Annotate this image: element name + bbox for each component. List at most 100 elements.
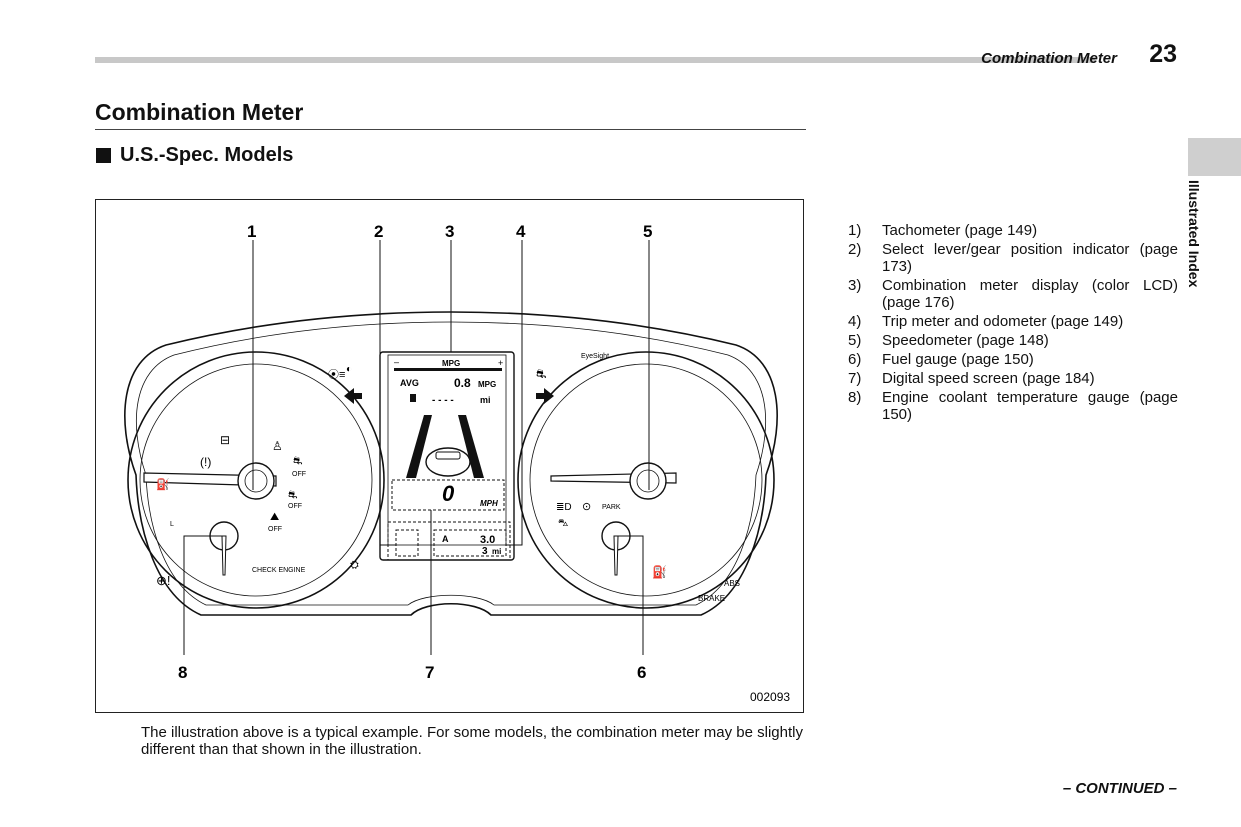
- speedometer-hub: [629, 462, 667, 500]
- odo-value: 3: [482, 546, 488, 557]
- callout-line-6: [618, 535, 644, 655]
- legend-item-number: 1): [848, 222, 862, 239]
- display-range-unit: mi: [480, 395, 491, 405]
- header-section-title: Combination Meter: [981, 50, 1117, 67]
- display-avg-label: AVG: [400, 378, 419, 388]
- tachometer-hub-inner: [244, 469, 268, 493]
- vdc-off-label: OFF: [292, 471, 306, 478]
- callout-number-4: 4: [516, 222, 526, 241]
- callout-line-8: [183, 535, 224, 655]
- low-fuel-icon: ⛽: [652, 565, 667, 579]
- brake-label: BRAKE: [698, 594, 725, 603]
- center-display-screen: [387, 354, 507, 546]
- cruise-icon: ⛭: [350, 559, 359, 571]
- trip-letter: A: [442, 534, 449, 544]
- side-tab-label: Illustrated Index: [1186, 180, 1202, 288]
- park-label: PARK: [602, 504, 621, 511]
- meter-housing-inner: [136, 321, 766, 606]
- car-windshield: [435, 451, 461, 460]
- callout-line-2: [379, 240, 396, 546]
- callout-number-6: 6: [637, 663, 646, 682]
- header-bar: [95, 57, 1095, 63]
- fuel-gauge-needle: [613, 535, 619, 576]
- side-tab: [1188, 138, 1241, 176]
- speedometer-inner-ring: [529, 363, 763, 597]
- legend-item-number: 2): [848, 241, 862, 258]
- mpg-bar-graph: [394, 368, 502, 371]
- hill-off-label: OFF: [268, 526, 282, 533]
- legend-item-text: Engine coolant temperature gauge (page 1…: [882, 389, 1178, 423]
- legend-item-number: 3): [848, 277, 862, 294]
- legend-item: 6) Fuel gauge (page 150): [848, 351, 1178, 368]
- continued-label: – CONTINUED –: [1062, 780, 1177, 797]
- page-title: Combination Meter: [95, 99, 304, 125]
- callout-number-1: 1: [247, 222, 256, 241]
- gear-position-box: [395, 529, 419, 557]
- legend-item-number: 4): [848, 313, 862, 330]
- security-icon: ⊙: [582, 501, 591, 513]
- display-avg-unit: MPG: [478, 380, 496, 389]
- legend-item-text: Select lever/gear position indicator (pa…: [882, 241, 1178, 275]
- callout-number-7: 7: [425, 663, 434, 682]
- eyesight-icon: EyeSight: [581, 353, 609, 360]
- fuel-pump-icon: [410, 394, 416, 402]
- high-beam-icon: ≣D: [556, 502, 572, 513]
- legend-list: 1) Tachometer (page 149) 2) Select lever/g…: [848, 222, 1178, 425]
- display-minus: –: [394, 357, 399, 367]
- legend-item-text: Digital speed screen (page 184): [882, 370, 1095, 387]
- subtitle: U.S.-Spec. Models: [96, 144, 293, 167]
- vdc-off-icon: ⛐: [293, 455, 303, 467]
- callout-number-8: 8: [178, 663, 187, 682]
- road-lane-right: [458, 415, 484, 478]
- tachometer-hub: [237, 462, 275, 500]
- display-lower-panel: [387, 521, 511, 561]
- legend-item: 3)Combination meter display (color LCD) …: [848, 277, 1178, 311]
- legend-item: 8) Engine coolant temperature gauge (page…: [848, 389, 1178, 423]
- legend-item-number: 7): [848, 370, 862, 387]
- temp-l-label: L: [170, 521, 174, 528]
- oil-pressure-icon: ⛽: [156, 478, 170, 491]
- display-range-dashes: - - - -: [432, 395, 454, 406]
- legend-item-number: 6): [848, 351, 862, 368]
- check-engine-label: CHECK ENGINE: [252, 567, 306, 574]
- legend-item-number: 8): [848, 389, 862, 406]
- road-lane-left: [406, 415, 432, 478]
- combination-meter-figure: – MPG + AVG 0.8 MPG - - - - mi 0 MPH A 3…: [95, 199, 804, 713]
- figure-image-id: 002093: [750, 690, 790, 704]
- callout-number-2: 2: [374, 222, 383, 241]
- display-plus: +: [498, 358, 503, 368]
- legend-item-number: 5): [848, 332, 862, 349]
- tachometer-inner-ring: [139, 363, 373, 597]
- square-bullet-icon: [96, 148, 111, 163]
- figure-caption: The illustration above is a typical exam…: [141, 724, 803, 758]
- callout-number-3: 3: [445, 222, 454, 241]
- coolant-gauge-needle: [221, 535, 227, 576]
- door-open-icon: ⛍: [558, 518, 568, 529]
- callout-number-5: 5: [643, 222, 652, 241]
- callout-line-4: [506, 240, 523, 546]
- legend-item-text: Tachometer (page 149): [882, 222, 1038, 239]
- legend-item: 4)Trip meter and odometer (page 149): [848, 313, 1178, 330]
- display-mpg-label: MPG: [442, 359, 460, 368]
- tcs-off-label: OFF: [288, 503, 302, 510]
- left-turn-arrow-icon: [344, 388, 362, 404]
- legend-item: 5)Speedometer (page 148): [848, 332, 1178, 349]
- legend-item: 1) Tachometer (page 149): [848, 222, 1178, 239]
- legend-item: 2) Select lever/gear position indicator (…: [848, 241, 1178, 275]
- seatbelt-icon: ♙: [272, 439, 283, 453]
- tachometer-outer-ring: [127, 351, 385, 609]
- legend-item-text: Fuel gauge (page 150): [882, 351, 1034, 368]
- speedometer-hub-inner: [636, 469, 660, 493]
- car-icon: [425, 447, 471, 477]
- right-turn-arrow-icon: [536, 388, 554, 404]
- trip-odometer-box: [433, 529, 507, 557]
- tcs-off-icon: ⛐: [288, 489, 298, 501]
- page-number: 23: [1149, 40, 1177, 68]
- display-speed-value: 0: [442, 481, 455, 506]
- lane-keep-icon: ⛐: [536, 367, 546, 381]
- meter-illustration: – MPG + AVG 0.8 MPG - - - - mi 0 MPH A 3…: [124, 222, 790, 704]
- abs-label: ABS: [724, 579, 740, 588]
- digital-speed-box: [391, 479, 505, 511]
- power-steering-icon: ⊕!: [156, 573, 171, 588]
- speedometer-outer-ring: [517, 351, 775, 609]
